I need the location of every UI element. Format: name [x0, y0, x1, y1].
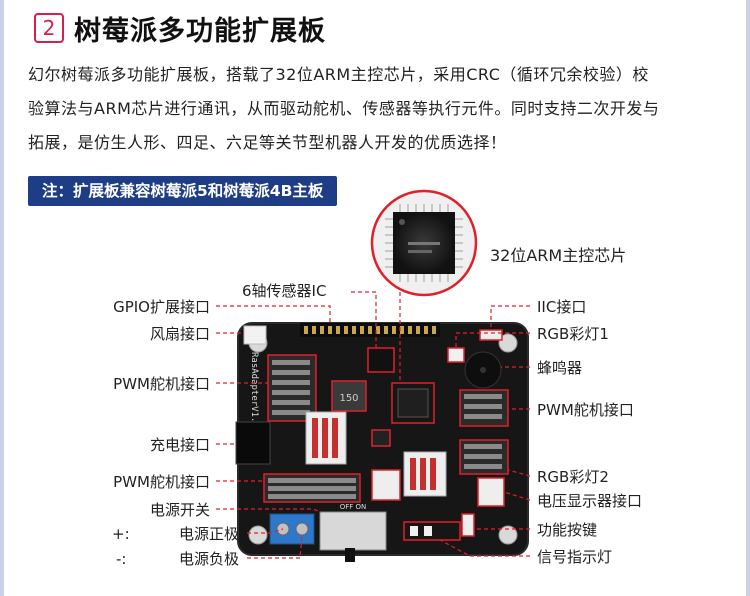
label-charge: 充电接口 — [149, 436, 210, 454]
imu-ic — [367, 347, 395, 373]
label-power-switch: 电源开关 — [149, 501, 210, 519]
description-line: 验算法与ARM芯片进行通讯，从而驱动舵机、传感器等执行元件。同时支持二次开发与 — [28, 99, 660, 118]
switch-lever — [345, 548, 355, 562]
label-power-plus: 电源正极 — [178, 525, 239, 543]
voltage-display-connector — [477, 477, 505, 507]
signal-leds — [403, 521, 461, 541]
label-signal-led: 信号指示灯 — [537, 548, 613, 566]
label-pwm-right: PWM舵机接口 — [537, 401, 634, 419]
label-rgb2: RGB彩灯2 — [537, 468, 609, 486]
label-chip: 32位ARM主控芯片 — [490, 246, 627, 265]
power-switch — [319, 511, 387, 551]
label-pwm-left-top: PWM舵机接口 — [113, 375, 210, 393]
smd-component — [371, 429, 391, 447]
description-line: 拓展，是仿生人形、四足、六足等关节型机器人开发的优质选择！ — [28, 133, 507, 152]
mount-hole — [248, 525, 268, 545]
section-title: 树莓派多功能扩展板 — [74, 15, 326, 47]
label-rgb1: RGB彩灯1 — [537, 325, 609, 343]
description-line: 幻尔树莓派多功能扩展板，搭载了32位ARM主控芯片，采用CRC（循环冗余校验）校 — [28, 65, 649, 84]
label-voltage-display: 电压显示器接口 — [537, 492, 643, 510]
function-key — [461, 513, 475, 537]
description-paragraph: 幻尔树莓派多功能扩展板，搭载了32位ARM主控芯片，采用CRC（循环冗余校验）校… — [28, 58, 728, 160]
label-power-minus: 电源负极 — [178, 550, 239, 568]
switch-label: OFF ON — [340, 503, 367, 511]
mount-hole — [498, 333, 518, 353]
board-model-text: RasAdapterV1.0 — [249, 352, 259, 428]
label-pwm-left-bottom: PWM舵机接口 — [113, 473, 210, 491]
label-gpio: GPIO扩展接口 — [113, 298, 210, 316]
rgb-led-1 — [447, 347, 465, 363]
label-imu: 6轴传感器IC — [242, 282, 327, 300]
inductor-label: 150 — [339, 393, 358, 404]
mount-hole — [498, 525, 518, 545]
label-buzzer: 蜂鸣器 — [537, 359, 583, 377]
inductor — [331, 380, 367, 412]
right-frame-bar — [746, 0, 750, 596]
iic-connector — [479, 329, 503, 341]
section-number: 2 — [34, 13, 64, 43]
label-power-plus-sign: +: — [112, 525, 130, 543]
main-chip-small — [397, 388, 429, 418]
label-iic: IIC接口 — [537, 298, 587, 316]
charge-jack — [235, 421, 271, 465]
fan-connector — [243, 325, 267, 345]
left-frame-bar — [0, 0, 4, 596]
label-power-minus-sign: -: — [116, 550, 127, 568]
section-heading: 2 树莓派多功能扩展板 — [34, 12, 326, 47]
label-function-key: 功能按键 — [537, 521, 598, 539]
label-fan: 风扇接口 — [149, 325, 210, 343]
chip-pins — [385, 204, 463, 282]
compatibility-note: 注：扩展板兼容树莓派5和树莓派4B主板 — [28, 176, 338, 206]
servo-connector-bottom — [371, 469, 401, 501]
main-chip-highlight — [391, 382, 435, 424]
